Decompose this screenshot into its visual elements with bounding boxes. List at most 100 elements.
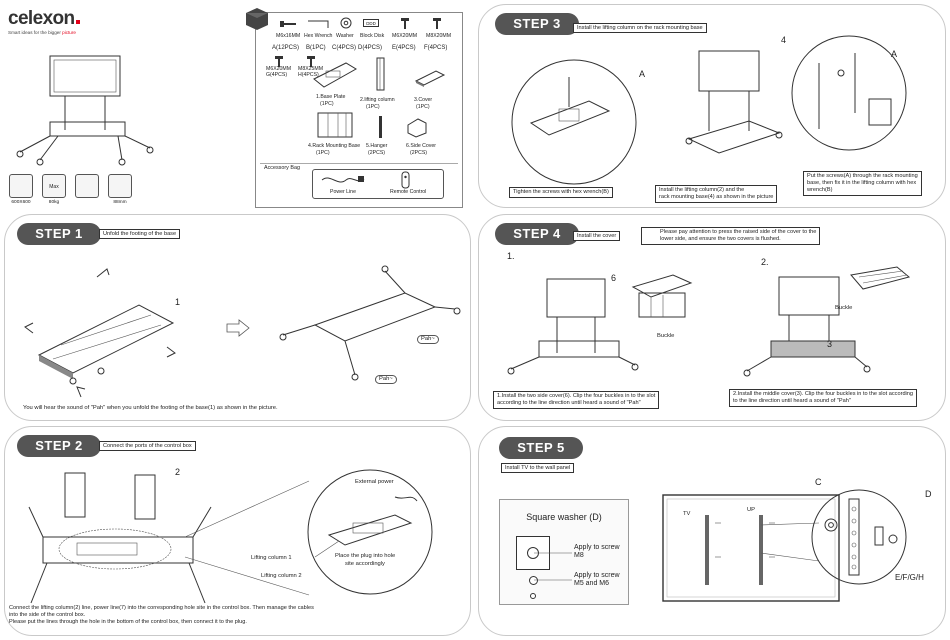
step5-callout-efgh: E/F/G/H xyxy=(895,573,924,582)
hardware-b-name: Hex Wrench xyxy=(304,33,333,39)
step2-lifting-column-1: Lifting column 1 xyxy=(251,555,292,561)
hardware-c-code: C(4PCS) xyxy=(332,45,357,51)
step4-title: STEP 4 xyxy=(495,223,579,245)
washer-title: Square washer (D) xyxy=(526,512,602,522)
remote-control-icon xyxy=(401,171,410,189)
hanger-icon xyxy=(379,116,382,138)
step2-panel: STEP 2 Connect the ports of the control … xyxy=(4,426,471,636)
step3-caption-mid-line2: rack mounting base(4) as shown in the pi… xyxy=(659,194,774,200)
step4-warning: Please pay attention to press the raised… xyxy=(641,227,821,245)
step4-warning-line2: lower side, and ensure the two covers is… xyxy=(660,236,781,242)
cover-icon xyxy=(414,70,446,87)
hardware-f-code: F(4PCS) xyxy=(424,45,448,51)
hex-wrench-icon xyxy=(308,20,329,28)
step2-caption-line2: into the side of the control box. xyxy=(9,612,86,618)
step5-title: STEP 5 xyxy=(499,437,583,459)
washer-icon xyxy=(340,17,352,29)
tv-label: TV xyxy=(683,511,691,517)
step2-zoom-lines xyxy=(184,480,310,596)
step3-title: STEP 3 xyxy=(495,13,579,35)
base-plate-icon xyxy=(313,62,357,88)
step3-instruction: Install the lifting column on the rack m… xyxy=(573,23,707,33)
component-1-line2: (1PC) xyxy=(320,101,334,107)
washer-small-hole xyxy=(530,593,536,599)
component-3-line1: 3.Cover xyxy=(414,97,433,103)
screw-g-icon xyxy=(275,56,283,67)
step3-caption-left: Tighten the screws with hex wrench(B) xyxy=(509,187,613,198)
component-3-line2: (1PC) xyxy=(416,104,430,110)
step3-caption-right-line1: Put the screws(A) through the rack mount… xyxy=(807,173,918,179)
step4-panel: STEP 4 Install the cover Please pay atte… xyxy=(478,214,946,421)
step3-detail-circle-left xyxy=(511,59,637,185)
block-disk-icon: DDD xyxy=(363,19,379,27)
step4-caption-left-line2: according to the line direction until he… xyxy=(497,400,641,406)
component-6-line1: 6.Side Cover xyxy=(406,143,436,149)
stand-illustration xyxy=(16,55,154,166)
tv-zoom-lines xyxy=(760,522,820,562)
step2-title: STEP 2 xyxy=(17,435,101,457)
step2-external-power: External power xyxy=(355,479,394,485)
screen-size-icon xyxy=(75,174,99,198)
depth-icon xyxy=(108,174,132,198)
step1-title: STEP 1 xyxy=(17,223,101,245)
step1-base-unfolded xyxy=(279,265,461,381)
hardware-c-name: Washer xyxy=(336,33,354,39)
rack-mounting-base-icon xyxy=(317,112,353,138)
step3-panel: STEP 3 Install the lifting column on the… xyxy=(478,4,946,208)
step4-buckle-1: Buckle xyxy=(657,333,675,339)
hardware-g-code: G(4PCS) xyxy=(266,72,288,78)
step1-panel: STEP 1 Unfold the footing of the base 1 … xyxy=(4,214,471,421)
hardware-a-code: A(12PCS) xyxy=(272,45,300,51)
step2-instruction: Connect the ports of the control box xyxy=(99,441,196,451)
step1-base-folded xyxy=(24,268,176,398)
step4-callout-3: 3 xyxy=(827,339,833,349)
screw-h-icon xyxy=(307,56,315,67)
step5-detail-circle xyxy=(811,489,907,585)
step2-caption-line3: Please put the lines through the hole in… xyxy=(9,619,247,625)
parts-box: M6x16MM A(12PCS) Hex Wrench B(1PC) Washe… xyxy=(246,8,463,208)
step3-detail-circle-right xyxy=(791,35,907,151)
step4-middle-cover-detail xyxy=(850,266,911,290)
step1-sound-1: Pah~ xyxy=(417,335,439,344)
component-1-line1: 1.Base Plate xyxy=(316,94,346,100)
hardware-h-code: H(4PCS) xyxy=(298,72,319,78)
accessory-divider xyxy=(260,163,458,164)
package-box-icon xyxy=(246,8,268,30)
step3-callout-a2: A xyxy=(891,49,898,59)
step3-caption-mid: Install the lifting column(2) and the ra… xyxy=(655,185,778,203)
component-4-line2: (1PC) xyxy=(316,150,330,156)
spec-weight-label: 80kg xyxy=(48,200,60,205)
step4-caption-left: 1.Install the two side cover(6). Clip th… xyxy=(493,391,660,409)
component-5-line1: 5.Hanger xyxy=(366,143,388,149)
logo-dot xyxy=(75,20,80,24)
step2-lifting-column-2: Lifting column 2 xyxy=(261,573,302,579)
step4-caption-left-line1: 1.Install the two side cover(6). Clip th… xyxy=(497,393,656,399)
step3-caption-right-line2: base, then fix it in the lifting column … xyxy=(807,180,917,186)
side-cover-icon xyxy=(407,118,427,138)
step1-sound-2: Pah~ xyxy=(375,375,397,384)
step2-plug-note-line2: site accordingly xyxy=(345,561,385,567)
washer-m8-line1: Apply to screw xyxy=(574,544,620,551)
screw-f-icon xyxy=(433,18,441,29)
hardware-h-name: M8X25MM xyxy=(298,66,324,72)
step5-instruction: Install TV to the wall panel xyxy=(501,463,575,473)
step4-stand-left xyxy=(507,278,639,375)
step4-stand-right xyxy=(743,276,871,377)
hardware-d-code: D(4PCS) xyxy=(358,45,383,51)
brand-logo: celexon xyxy=(8,8,80,30)
step4-sub-1: 1. xyxy=(507,251,515,261)
accessory-remote-control: Remote Control xyxy=(390,189,427,195)
hardware-d-name: Block Disk xyxy=(360,33,385,39)
step5-callout-c: C xyxy=(815,477,822,487)
hardware-e-code: E(4PCS) xyxy=(392,45,416,51)
step4-callout-6: 6 xyxy=(611,273,617,283)
spec-depth-label: 88mm xyxy=(113,200,127,205)
step1-instruction: Unfold the footing of the base xyxy=(99,229,181,239)
step2-caption: Connect the lifting column(2) line, powe… xyxy=(9,605,379,626)
spec-vesa-label: 600X600 xyxy=(11,200,31,205)
step3-caption-mid-line1: Install the lifting column(2) and the xyxy=(659,187,745,193)
step5-callout-d: D xyxy=(925,489,932,499)
accessory-power-line: Power Line xyxy=(330,189,356,195)
step4-caption-right-line2: to the line direction until heard a soun… xyxy=(733,398,851,404)
component-4-line1: 4.Rack Mounting Base xyxy=(308,143,361,149)
